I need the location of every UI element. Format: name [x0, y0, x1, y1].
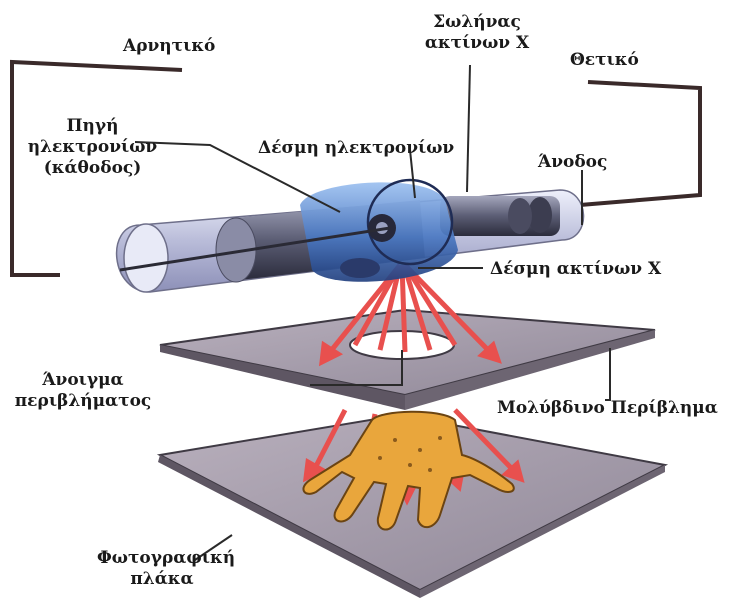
label-lead-casing: Μολύβδινο Περίβλημα — [497, 398, 718, 419]
label-casing-opening: Άνοιγμα περιβλήματος — [8, 370, 158, 412]
label-positive: Θετικό — [570, 50, 639, 71]
label-negative: Αρνητικό — [123, 36, 215, 57]
label-electron-source-line3: (κάθοδος) — [25, 158, 160, 179]
label-xray-tube: Σωλήνας ακτίνων Χ — [422, 12, 532, 54]
label-electron-beam: Δέσμη ηλεκτρονίων — [258, 138, 454, 159]
label-xray-tube-line2: ακτίνων Χ — [422, 33, 532, 54]
label-electron-source: Πηγή ηλεκτρονίων (κάθοδος) — [25, 116, 160, 179]
label-casing-opening-line2: περιβλήματος — [8, 391, 158, 412]
label-photographic-plate-line1: Φωτογραφική — [97, 548, 227, 569]
label-xray-tube-line1: Σωλήνας — [422, 12, 532, 33]
label-photographic-plate-line2: πλάκα — [97, 569, 227, 590]
label-photographic-plate: Φωτογραφική πλάκα — [97, 548, 227, 590]
label-casing-opening-line1: Άνοιγμα — [8, 370, 158, 391]
label-xray-beam: Δέσμη ακτίνων Χ — [490, 259, 661, 280]
lead-casing-plate — [160, 310, 655, 410]
label-electron-source-line2: ηλεκτρονίων — [25, 137, 160, 158]
label-anode: Άνοδος — [538, 152, 607, 173]
label-electron-source-line1: Πηγή — [25, 116, 160, 137]
